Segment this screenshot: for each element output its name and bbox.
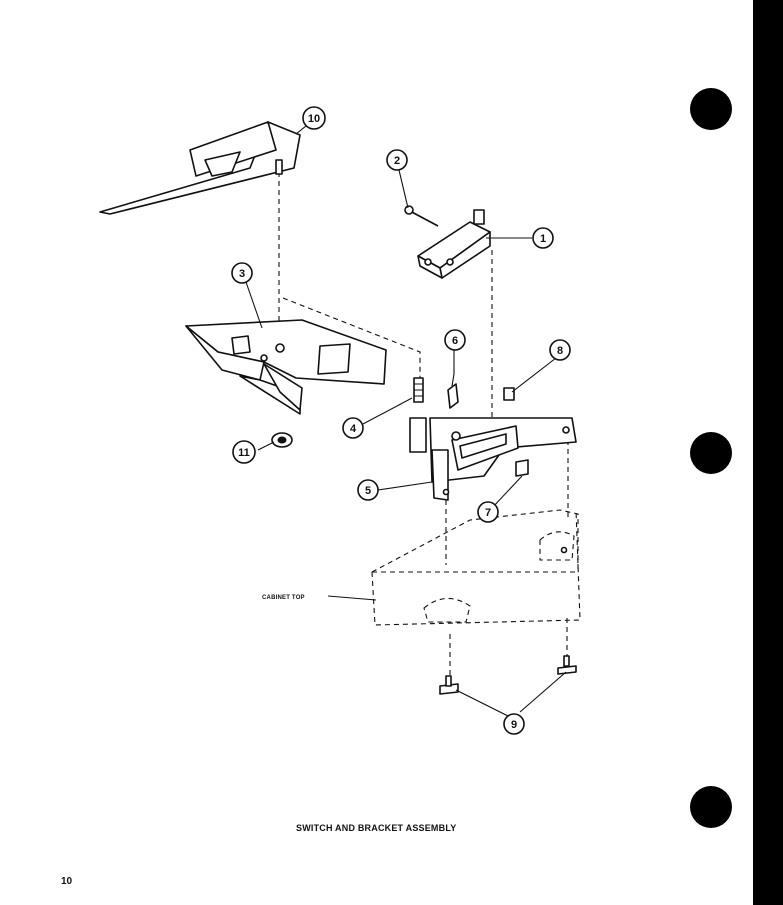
page-number: 10 <box>61 876 73 887</box>
callout-6: 6 <box>444 329 466 351</box>
callout-3: 3 <box>231 262 253 284</box>
scan-edge-bar <box>753 0 783 905</box>
callout-4-label: 4 <box>350 423 357 435</box>
binder-hole-middle <box>690 432 732 474</box>
handle-lever-part <box>99 121 301 215</box>
switch-bracket-part <box>409 417 577 501</box>
bracket-plate-part <box>185 319 387 415</box>
diagram-caption: SWITCH AND BRACKET ASSEMBLY <box>296 823 457 833</box>
callout-6-label: 6 <box>452 335 458 347</box>
callout-8: 8 <box>549 339 571 361</box>
callout-10-label: 10 <box>308 113 320 125</box>
callout-7-label: 7 <box>485 507 491 519</box>
spring-part <box>413 377 424 403</box>
clip-part <box>447 373 459 409</box>
leader-lines <box>245 125 567 717</box>
callout-7: 7 <box>477 501 499 523</box>
callout-5-label: 5 <box>365 485 371 497</box>
switch-part <box>417 209 491 279</box>
callout-3-label: 3 <box>239 268 245 280</box>
callout-2-label: 2 <box>394 155 400 167</box>
callout-1: 1 <box>532 227 554 249</box>
cabinet-top-outline <box>371 509 579 623</box>
binder-hole-top <box>690 88 732 130</box>
callout-11: 11 <box>232 440 256 464</box>
callout-5: 5 <box>357 479 379 501</box>
small-clip-part <box>515 459 529 477</box>
callout-1-label: 1 <box>540 233 546 245</box>
nut-part <box>503 387 515 401</box>
callout-4: 4 <box>342 417 364 439</box>
callout-9-label: 9 <box>511 719 517 731</box>
screw-part <box>404 205 439 227</box>
callout-10: 10 <box>302 106 326 130</box>
callout-8-label: 8 <box>557 345 563 357</box>
callout-2: 2 <box>386 149 408 171</box>
mounting-screws-part <box>439 655 577 695</box>
cabinet-top-label: CABINET TOP <box>262 595 305 601</box>
callout-11-label: 11 <box>238 447 250 459</box>
callout-9: 9 <box>503 713 525 735</box>
grommet-part <box>271 432 293 448</box>
binder-hole-bottom <box>690 786 732 828</box>
